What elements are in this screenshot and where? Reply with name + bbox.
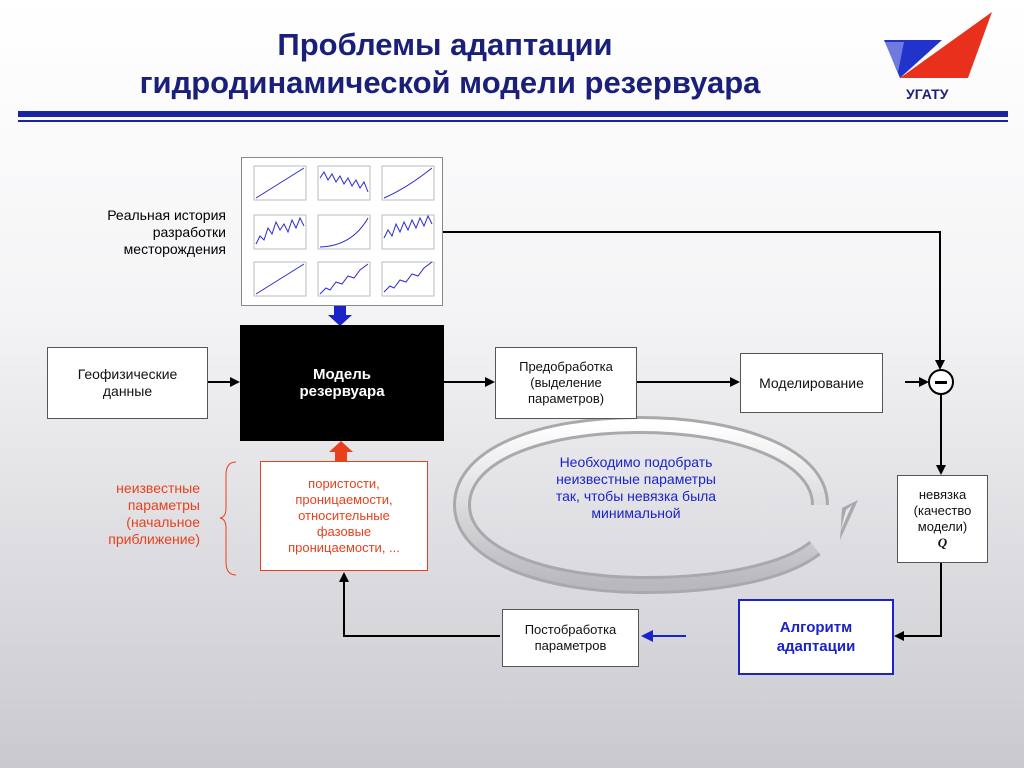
loop-arrowhead	[840, 500, 858, 540]
simulation-label: Моделирование	[759, 374, 864, 391]
model-label: Модель резервуара	[299, 366, 385, 400]
misfit-symbol: Q	[937, 535, 948, 550]
history-charts-panel	[241, 157, 443, 306]
geo-data-label: Геофизические данные	[77, 366, 178, 399]
parameters-list: пористости, проницаемости, относительные…	[288, 476, 400, 555]
algorithm-box: Алгоритм адаптации	[738, 599, 894, 675]
preprocessing-label: Предобработка (выделение параметров)	[519, 359, 613, 406]
minus-node	[928, 369, 954, 395]
page-title-line2: гидродинамической модели резервуара	[139, 65, 761, 100]
unknown-params-label: неизвестные параметры (начальное приближ…	[108, 480, 200, 547]
logo-text: УГАТУ	[906, 86, 949, 102]
page-title-line1: Проблемы адаптации	[277, 27, 613, 62]
misfit-box: невязка (качество модели) Q	[897, 475, 988, 563]
misfit-label: невязка (качество модели)	[913, 487, 972, 534]
header-divider-thick	[18, 111, 1008, 117]
params-bracket	[219, 461, 237, 576]
postprocessing-box: Постобработка параметров	[502, 609, 639, 667]
parameters-box: пористости, проницаемости, относительные…	[260, 461, 428, 571]
geo-data-box: Геофизические данные	[47, 347, 208, 419]
history-to-model-arrow	[334, 306, 346, 316]
preprocessing-box: Предобработка (выделение параметров)	[495, 347, 637, 419]
minus-icon	[935, 381, 947, 384]
history-mini-charts	[253, 165, 435, 297]
params-to-model-arrow	[329, 441, 353, 452]
simulation-box: Моделирование	[740, 353, 883, 413]
header-divider-thin	[18, 120, 1008, 122]
algorithm-label: Алгоритм адаптации	[776, 619, 856, 655]
model-box: Модель резервуара	[240, 325, 444, 441]
postprocessing-label: Постобработка параметров	[524, 622, 617, 653]
loop-text: Необходимо подобрать неизвестные парамет…	[555, 454, 717, 521]
history-label: Реальная история разработки месторождени…	[107, 207, 226, 257]
